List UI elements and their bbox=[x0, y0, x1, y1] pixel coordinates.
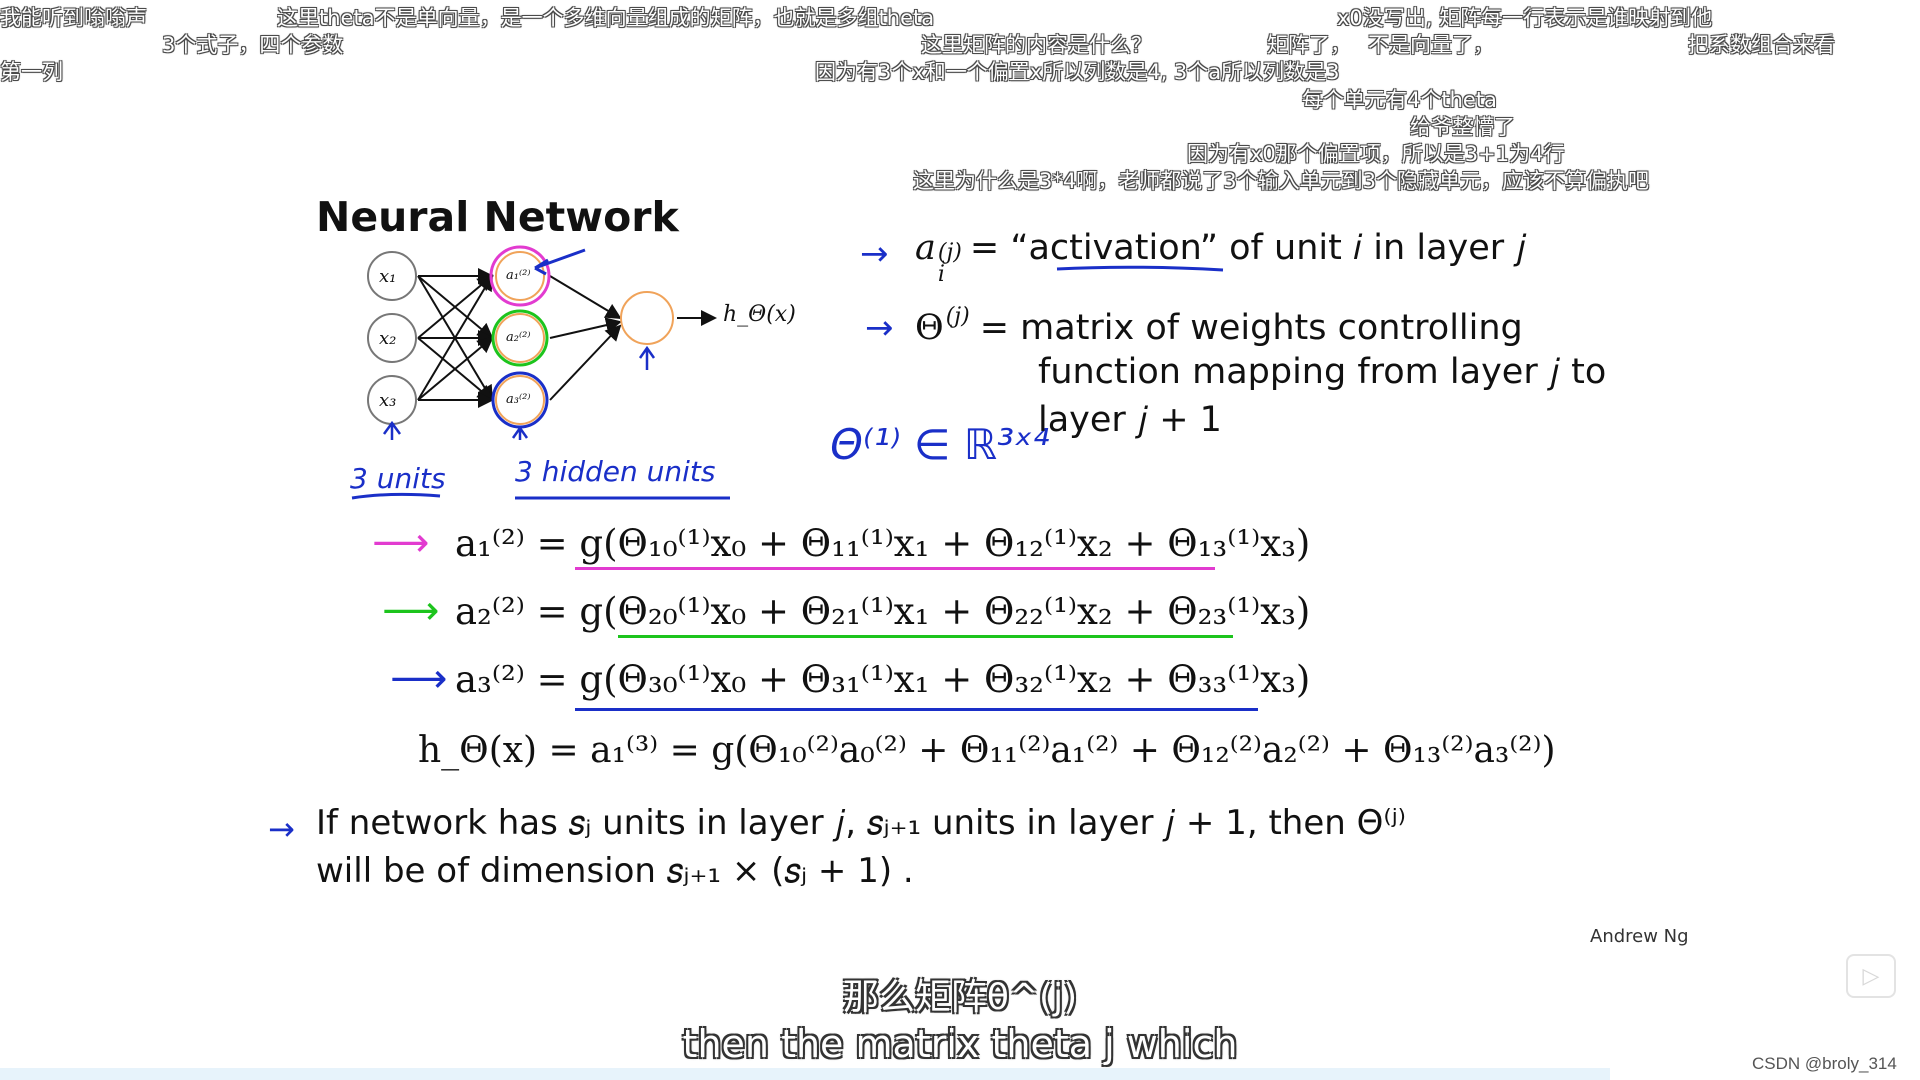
equation-underline bbox=[618, 635, 1233, 638]
equation-a1: a₁⁽²⁾ = g(Θ₁₀⁽¹⁾x₀ + Θ₁₁⁽¹⁾x₁ + Θ₁₂⁽¹⁾x₂… bbox=[455, 522, 1311, 565]
equation-a2: a₂⁽²⁾ = g(Θ₂₀⁽¹⁾x₀ + Θ₂₁⁽¹⁾x₁ + Θ₂₂⁽¹⁾x₂… bbox=[455, 590, 1311, 633]
note-arrow-icon: → bbox=[268, 810, 295, 848]
definition-arrow-icon: → bbox=[865, 308, 894, 348]
pointer-arrow-icon bbox=[511, 425, 529, 440]
hidden-node-label: a₂⁽²⁾ bbox=[506, 330, 531, 345]
theta-definition: Θ (j) = matrix of weights controlling bbox=[915, 304, 1523, 348]
network-diagram bbox=[367, 245, 717, 440]
pointer-arrow-icon bbox=[382, 420, 402, 440]
hidden-node-label: a₃⁽²⁾ bbox=[506, 392, 531, 407]
definition-text: = “activation” of unit 𝑖 in layer 𝑗 bbox=[969, 228, 1527, 268]
dimension-note-line2: will be of dimension 𝑠ⱼ₊₁ × (𝑠ⱼ + 1) . bbox=[316, 851, 914, 891]
connection-edges bbox=[417, 268, 717, 408]
danmaku-comment: 3个式子，四个参数 bbox=[162, 33, 344, 57]
definition-arrow-icon: → bbox=[860, 234, 889, 274]
definition-symbol: a bbox=[915, 228, 936, 268]
danmaku-comment: 每个单元有4个theta bbox=[1302, 88, 1497, 112]
dimension-note-line1: If network has 𝑠ⱼ units in layer 𝑗, 𝑠ⱼ₊₁… bbox=[316, 803, 1407, 843]
danmaku-comment: 给爷整懵了 bbox=[1410, 115, 1515, 139]
equation-hypothesis: h_Θ(x) = a₁⁽³⁾ = g(Θ₁₀⁽²⁾a₀⁽²⁾ + Θ₁₁⁽²⁾a… bbox=[418, 730, 1556, 771]
danmaku-comment: 不是向量了， bbox=[1368, 33, 1494, 57]
danmaku-comment: 这里theta不是单向量，是一个多维向量组成的矩阵，也就是多组theta bbox=[277, 6, 935, 30]
danmaku-comment: 我能听到嗡嗡声 bbox=[0, 6, 147, 30]
output-node bbox=[620, 291, 674, 345]
danmaku-comment: 因为有x0那个偏置项，所以是3+1为4行 bbox=[1187, 142, 1565, 166]
danmaku-comment: 第一列 bbox=[0, 60, 63, 84]
danmaku-comment: x0没写出, 矩阵每一行表示是谁映射到他 bbox=[1337, 6, 1713, 30]
pointer-arrow-icon bbox=[534, 248, 586, 276]
input-node-label: x₂ bbox=[379, 328, 397, 349]
input-node-label: x₃ bbox=[379, 390, 397, 411]
definition-text: layer 𝑗 + 1 bbox=[1038, 400, 1222, 440]
definition-superscript: (j) bbox=[937, 240, 962, 265]
subtitle-english: then the matrix theta j which bbox=[682, 1022, 1238, 1066]
danmaku-comment: 把系数组合来看 bbox=[1688, 33, 1835, 57]
play-icon[interactable]: ▷ bbox=[1846, 954, 1896, 998]
csdn-watermark: CSDN @broly_314 bbox=[1752, 1054, 1897, 1073]
pointer-arrow-icon bbox=[638, 345, 656, 370]
equation-arrow-icon: ⟶ bbox=[382, 588, 440, 634]
danmaku-comment: 因为有3个x和一个偏置x所以列数是4, 3个a所以列数是3 bbox=[815, 60, 1340, 84]
slide-title: Neural Network bbox=[316, 193, 679, 241]
danmaku-comment: 矩阵了， bbox=[1267, 33, 1351, 57]
annotation-underlines bbox=[351, 492, 730, 500]
input-units-annotation: 3 units bbox=[350, 462, 446, 495]
equation-underline bbox=[575, 708, 1258, 711]
equation-a3: a₃⁽²⁾ = g(Θ₃₀⁽¹⁾x₀ + Θ₃₁⁽¹⁾x₁ + Θ₃₂⁽¹⁾x₂… bbox=[455, 658, 1311, 701]
equation-arrow-icon: ⟶ bbox=[372, 520, 430, 566]
bottom-band bbox=[0, 1068, 1610, 1080]
author-credit: Andrew Ng bbox=[1590, 926, 1689, 947]
input-node-label: x₁ bbox=[379, 266, 397, 287]
equation-underline bbox=[575, 567, 1215, 570]
definition-text: function mapping from layer 𝑗 to bbox=[1038, 352, 1607, 392]
definition-text: = matrix of weights controlling bbox=[979, 308, 1523, 348]
danmaku-comment: 这里矩阵的内容是什么？ bbox=[921, 33, 1152, 57]
activation-underline bbox=[1056, 265, 1224, 272]
definition-subscript: i bbox=[937, 262, 945, 287]
hidden-nodes bbox=[489, 245, 551, 429]
activation-definition: a (j) i = “activation” of unit 𝑖 in laye… bbox=[915, 228, 1526, 286]
subtitle-chinese: 那么矩阵θ^(j) bbox=[842, 977, 1078, 1018]
definition-symbol: Θ bbox=[915, 308, 944, 348]
hidden-node-label: a₁⁽²⁾ bbox=[506, 268, 531, 283]
hidden-units-annotation: 3 hidden units bbox=[515, 455, 716, 488]
theta-dimension-annotation: Θ⁽¹⁾ ∈ ℝ³ˣ⁴ bbox=[830, 420, 1050, 469]
equation-arrow-icon: ⟶ bbox=[390, 656, 448, 702]
definition-superscript: (j) bbox=[945, 304, 970, 329]
danmaku-comment: 这里为什么是3*4啊，老师都说了3个输入单元到3个隐藏单元，应该不算偏执吧 bbox=[913, 169, 1649, 193]
output-label: h_Θ(x) bbox=[723, 302, 796, 327]
